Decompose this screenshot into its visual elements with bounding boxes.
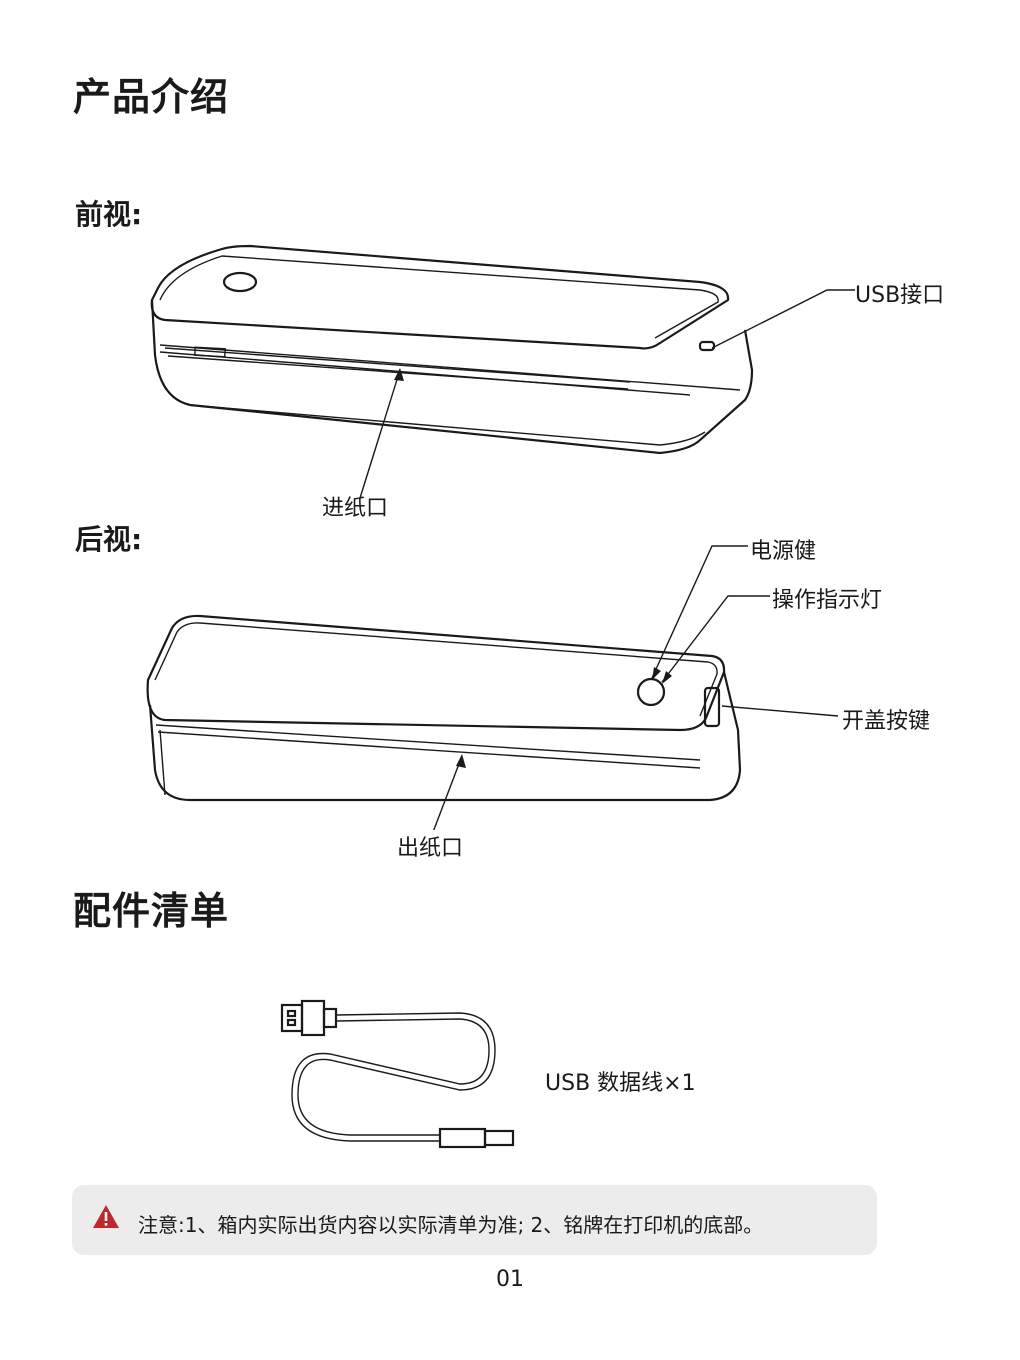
usb-port-label: USB接口 [855, 283, 945, 308]
indicator-leader [661, 595, 770, 683]
accessories-heading: 配件清单 [73, 889, 230, 933]
indicator-label: 操作指示灯 [772, 588, 883, 613]
page-title: 产品介绍 [73, 75, 230, 119]
page-number: 01 [496, 1267, 524, 1292]
power-key-label: 电源健 [750, 539, 817, 564]
paper-out-leader [433, 755, 463, 830]
warning-icon [93, 1205, 119, 1228]
usb-cable-label: USB 数据线×1 [545, 1071, 696, 1096]
cover-button-label: 开盖按键 [842, 709, 931, 734]
usb-port-leader [711, 289, 855, 349]
paper-in-label: 进纸口 [322, 496, 389, 521]
front-view-heading: 前视: [75, 198, 143, 231]
power-key-leader [651, 545, 748, 679]
cover-button-leader [721, 705, 839, 717]
paper-out-label: 出纸口 [397, 836, 464, 861]
front-view-illustration [150, 244, 855, 499]
notice-text: 注意:1、箱内实际出货内容以实际清单为准; 2、铭牌在打印机的底部。 [138, 1213, 764, 1237]
usb-cable-illustration [280, 999, 515, 1149]
rear-view-illustration [146, 545, 839, 830]
paper-in-leader [359, 369, 401, 499]
notice-box [72, 1185, 877, 1255]
rear-view-heading: 后视: [75, 523, 143, 556]
